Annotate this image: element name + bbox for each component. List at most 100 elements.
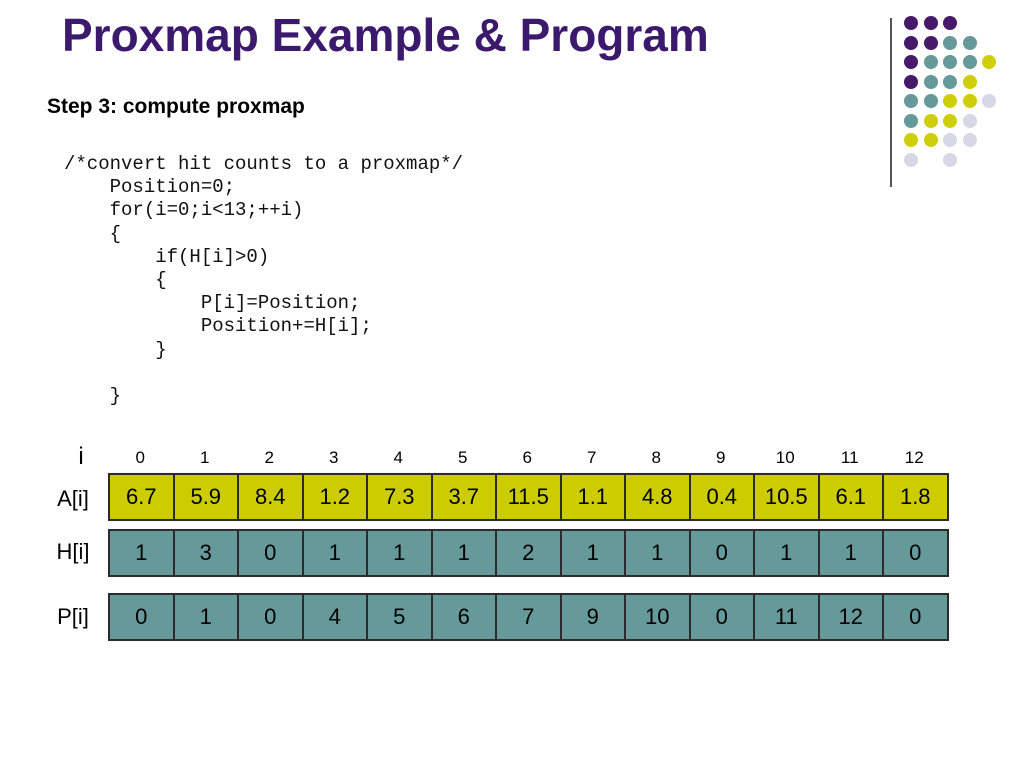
array-cell: 11 xyxy=(753,593,820,641)
code-line: { xyxy=(64,222,122,245)
decorative-dot xyxy=(982,55,996,69)
decorative-dot xyxy=(923,94,938,108)
array-cell: 12 xyxy=(817,593,884,641)
row-label-a: A[i] xyxy=(57,486,89,511)
array-cell: 1 xyxy=(172,593,239,641)
array-cell: 0 xyxy=(688,593,755,641)
index-label: 0 xyxy=(135,448,145,467)
code-line: Position=0; xyxy=(64,176,236,199)
decorative-dot xyxy=(904,35,918,50)
decorative-dot xyxy=(943,16,957,30)
decorative-dot xyxy=(962,133,977,147)
row-label-p: P[i] xyxy=(57,604,89,629)
array-cell: 0 xyxy=(688,529,755,577)
slide-title: Proxmap Example & Program xyxy=(62,9,709,61)
code-line: for(i=0;i<13;++i) xyxy=(64,199,304,222)
code-line: { xyxy=(64,268,167,291)
array-cell: 1 xyxy=(624,529,691,577)
array-cell: 2 xyxy=(495,529,562,577)
array-cell: 10.5 xyxy=(753,473,820,521)
array-cell: 7 xyxy=(495,593,562,641)
array-cell: 0 xyxy=(882,529,949,577)
index-label: 1 xyxy=(200,448,210,467)
array-cell: 0 xyxy=(237,593,304,641)
index-label: 10 xyxy=(775,448,795,467)
code-line: Position+=H[i]; xyxy=(64,315,372,338)
array-cell: 1.8 xyxy=(882,473,949,521)
array-cell: 1 xyxy=(108,529,175,577)
code-line xyxy=(64,362,463,385)
array-cell: 6.7 xyxy=(108,473,175,521)
decorative-dot xyxy=(962,74,977,89)
decorative-dot xyxy=(923,113,938,128)
index-label: 7 xyxy=(587,448,597,467)
array-cell: 1 xyxy=(559,529,626,577)
index-label: 6 xyxy=(522,448,532,467)
array-cell: 1 xyxy=(430,529,497,577)
decorative-dot xyxy=(943,133,957,147)
decorative-dot xyxy=(962,113,977,128)
index-label: 3 xyxy=(329,448,339,467)
array-cell: 1 xyxy=(301,529,368,577)
decorative-dot xyxy=(943,152,957,167)
decorative-dot xyxy=(943,94,957,108)
decorative-dot xyxy=(904,152,918,167)
array-cell: 0 xyxy=(237,529,304,577)
index-label: 11 xyxy=(840,448,859,467)
decorative-dot xyxy=(943,55,957,69)
array-cell: 7.3 xyxy=(366,473,433,521)
index-label: 8 xyxy=(651,448,661,467)
decorative-dot xyxy=(904,55,918,69)
array-cell: 6 xyxy=(430,593,497,641)
code-block: /*convert hit counts to a proxmap*/ Posi… xyxy=(64,153,463,408)
decorative-dot xyxy=(962,94,977,108)
decorative-dot xyxy=(943,74,957,89)
decorative-dot xyxy=(962,55,977,69)
array-cell: 8.4 xyxy=(237,473,304,521)
decorative-dot xyxy=(923,16,938,30)
code-line: } xyxy=(64,338,167,361)
index-label: 9 xyxy=(716,448,726,467)
array-cell: 1 xyxy=(817,529,884,577)
decorative-dot xyxy=(923,55,938,69)
index-label: 2 xyxy=(264,448,274,467)
decorative-dot xyxy=(962,35,977,50)
array-cell: 1 xyxy=(366,529,433,577)
array-cell: 6.1 xyxy=(817,473,884,521)
decorative-dot xyxy=(923,133,938,147)
index-label: 12 xyxy=(904,448,924,467)
array-cell: 0 xyxy=(882,593,949,641)
decorative-dot xyxy=(904,94,918,108)
array-cell: 3.7 xyxy=(430,473,497,521)
code-line: /*convert hit counts to a proxmap*/ xyxy=(64,153,464,175)
code-line: P[i]=Position; xyxy=(64,292,361,315)
array-cell: 0 xyxy=(108,593,175,641)
index-label: 4 xyxy=(393,448,403,467)
row-label-h: H[i] xyxy=(56,539,90,564)
step-subtitle: Step 3: compute proxmap xyxy=(47,95,305,118)
array-cell: 3 xyxy=(172,529,239,577)
index-row-label: i xyxy=(78,443,84,470)
decorative-dot xyxy=(904,16,918,30)
array-cell: 9 xyxy=(559,593,626,641)
decorative-dot xyxy=(923,35,938,50)
decorative-dot xyxy=(943,113,957,128)
decorative-dot xyxy=(982,94,996,108)
code-line: } xyxy=(64,384,122,407)
array-cell: 1 xyxy=(753,529,820,577)
array-cell: 5.9 xyxy=(172,473,239,521)
array-cell: 1.1 xyxy=(559,473,626,521)
array-cell: 10 xyxy=(624,593,691,641)
code-line: if(H[i]>0) xyxy=(64,245,270,268)
array-cell: 1.2 xyxy=(301,473,368,521)
decorative-dot xyxy=(904,133,918,147)
array-cell: 4.8 xyxy=(624,473,691,521)
index-label: 5 xyxy=(458,448,468,467)
array-cell: 0.4 xyxy=(688,473,755,521)
array-cell: 4 xyxy=(301,593,368,641)
decorative-dot xyxy=(904,113,918,128)
array-cell: 5 xyxy=(366,593,433,641)
